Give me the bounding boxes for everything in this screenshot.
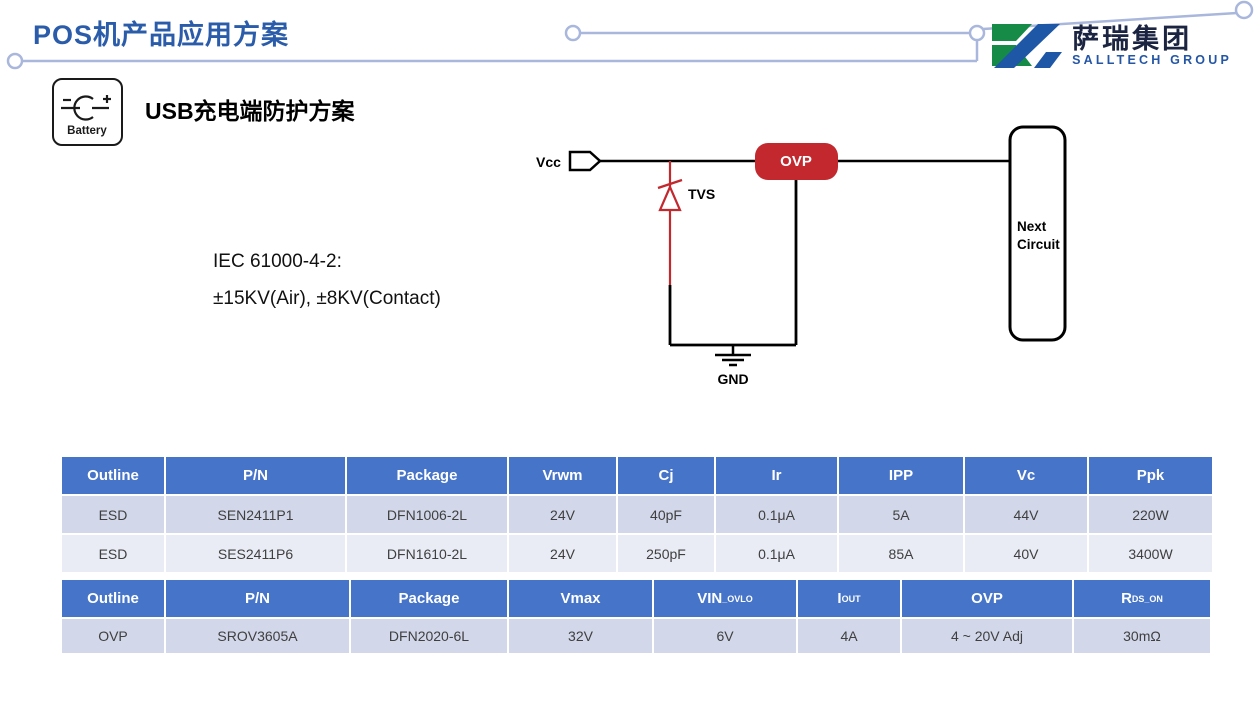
table-cell: DFN1610-2L xyxy=(347,535,507,572)
tvs-label: TVS xyxy=(688,186,715,202)
table-header-cell: Ppk xyxy=(1089,457,1212,494)
table-header-cell: Ir xyxy=(716,457,837,494)
table-cell: 0.1μA xyxy=(716,496,837,533)
table-cell: 32V xyxy=(509,619,652,653)
table-header-cell: OVP xyxy=(902,580,1072,617)
table-cell: 40pF xyxy=(618,496,714,533)
ovp-block xyxy=(755,143,838,180)
table-cell: 44V xyxy=(965,496,1087,533)
table-header-cell: Outline xyxy=(62,457,164,494)
vcc-label: Vcc xyxy=(536,154,561,170)
table-cell: 220W xyxy=(1089,496,1212,533)
table-header-cell: Cj xyxy=(618,457,714,494)
circuit-diagram: Vcc TVS OVP GND Next Circuit xyxy=(536,125,1067,387)
logo-name-en: SALLTECH GROUP xyxy=(1072,53,1232,68)
table-cell: 40V xyxy=(965,535,1087,572)
table-cell: SES2411P6 xyxy=(166,535,345,572)
tvs-diode-icon xyxy=(657,178,683,190)
table-cell: SEN2411P1 xyxy=(166,496,345,533)
tvs-diode-icon xyxy=(658,184,682,212)
table-cell: 0.1μA xyxy=(716,535,837,572)
iec-note-line2: ±15KV(Air), ±8KV(Contact) xyxy=(213,288,441,309)
table-cell: 4A xyxy=(798,619,900,653)
logo-mark xyxy=(992,24,1063,68)
ovp-label: OVP xyxy=(780,153,812,170)
table-cell: OVP xyxy=(62,619,164,653)
table-cell: SROV3605A xyxy=(166,619,349,653)
table-cell: DFN1006-2L xyxy=(347,496,507,533)
table-header-cell: P/N xyxy=(166,457,345,494)
iec-note: IEC 61000-4-2: ±15KV(Air), ±8KV(Contact) xyxy=(213,243,441,317)
table-header-cell: Vc xyxy=(965,457,1087,494)
logo-name-cn: 萨瑞集团 xyxy=(1072,23,1193,54)
esd-parts-table: Outline P/N Package Vrwm Cj Ir IPP Vc Pp… xyxy=(62,457,1212,572)
page-title: POS机产品应用方案 xyxy=(33,20,290,50)
table-header-cell: IPP xyxy=(839,457,963,494)
table-cell: 30mΩ xyxy=(1074,619,1210,653)
table-header-cell: Outline xyxy=(62,580,164,617)
next-circuit-block xyxy=(1008,125,1067,342)
table-cell: 24V xyxy=(509,535,616,572)
table-cell: 85A xyxy=(839,535,963,572)
gnd-label: GND xyxy=(717,371,748,387)
next-circuit-label: Next xyxy=(1017,219,1047,234)
table-cell: DFN2020-6L xyxy=(351,619,507,653)
section-heading: USB充电端防护方案 xyxy=(145,98,355,124)
iec-note-line1: IEC 61000-4-2: xyxy=(213,251,342,272)
table-cell: 250pF xyxy=(618,535,714,572)
table-header-cell: Package xyxy=(347,457,507,494)
table-cell: 4 ~ 20V Adj xyxy=(902,619,1072,653)
battery-icon: Battery xyxy=(52,78,123,146)
table-header-cell: P/N xyxy=(166,580,349,617)
ground-icon xyxy=(715,345,751,367)
company-logo: 萨瑞集团 SALLTECH GROUP xyxy=(988,22,1232,70)
next-circuit-label: Circuit xyxy=(1017,237,1060,252)
table-cell: 5A xyxy=(839,496,963,533)
table-cell: 24V xyxy=(509,496,616,533)
battery-icon-label: Battery xyxy=(67,125,107,137)
vcc-connector xyxy=(568,150,602,172)
table-header-cell: Vmax xyxy=(509,580,652,617)
table-header-cell: Vrwm xyxy=(509,457,616,494)
table-cell: 3400W xyxy=(1089,535,1212,572)
table-cell: 6V xyxy=(654,619,796,653)
table-cell: ESD xyxy=(62,535,164,572)
table-header-cell: VIN_OVLO xyxy=(654,580,796,617)
logo-text: 萨瑞集团 SALLTECH GROUP xyxy=(1072,23,1232,68)
table-header-cell: Package xyxy=(351,580,507,617)
table-cell: ESD xyxy=(62,496,164,533)
